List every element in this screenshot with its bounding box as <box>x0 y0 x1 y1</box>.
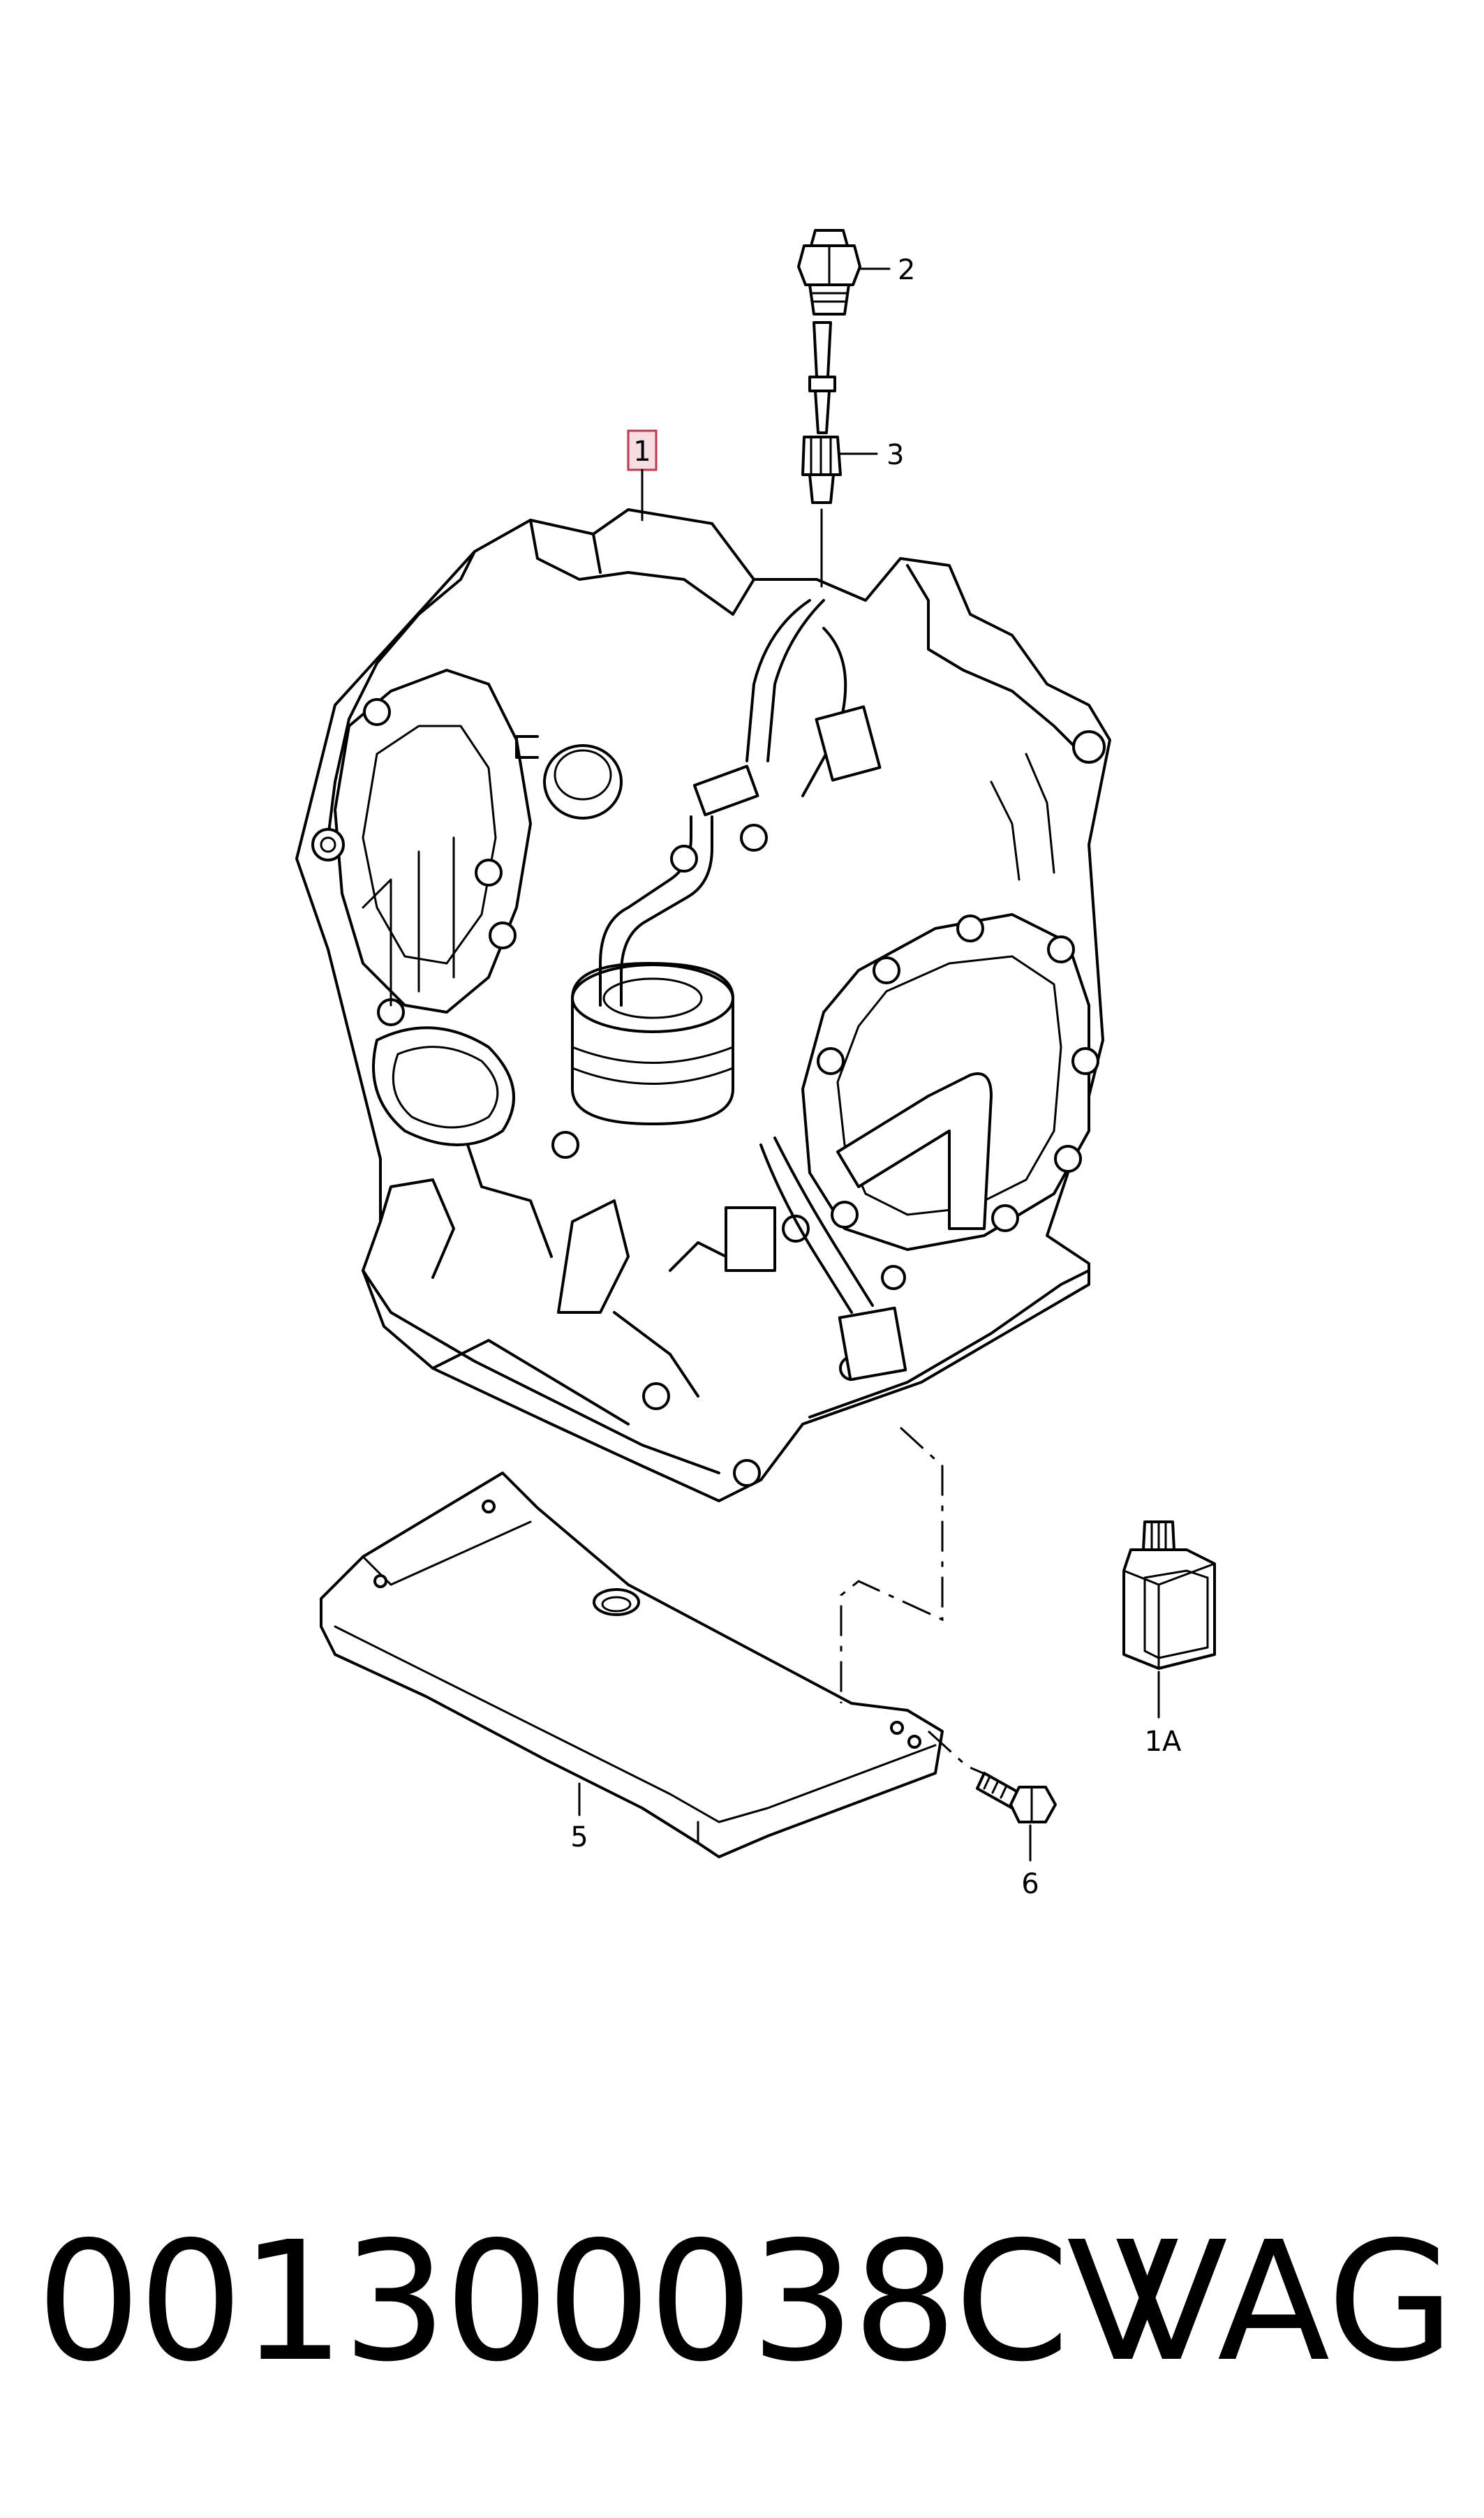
svg-text:2: 2 <box>898 254 915 286</box>
part-2-sender <box>797 229 861 316</box>
part-3-drive-shaft <box>801 321 842 588</box>
callout-1[interactable]: 1 <box>627 429 658 521</box>
svg-text:1: 1 <box>633 436 651 468</box>
part-1a-oil-bottle <box>1122 1520 1216 1670</box>
part-6-bolt <box>976 1772 1057 1823</box>
part-5-underbody-shield <box>320 1472 944 1858</box>
callout-1a[interactable]: 1A <box>1145 1671 1182 1758</box>
assembly-dash-line-a <box>840 1426 944 1703</box>
callout-2[interactable]: 2 <box>859 254 915 286</box>
callout-5[interactable]: 5 <box>570 1782 588 1853</box>
brand-name: VAG <box>1115 2206 1455 2398</box>
part-number: 001300038CV <box>36 2206 1180 2398</box>
svg-text:5: 5 <box>570 1821 588 1853</box>
svg-text:6: 6 <box>1021 1868 1039 1900</box>
svg-text:1A: 1A <box>1145 1726 1182 1758</box>
svg-text:3: 3 <box>886 439 904 471</box>
callout-3[interactable]: 3 <box>839 439 904 471</box>
transmission-housing <box>295 508 1111 1502</box>
callout-6[interactable]: 6 <box>1021 1824 1039 1900</box>
